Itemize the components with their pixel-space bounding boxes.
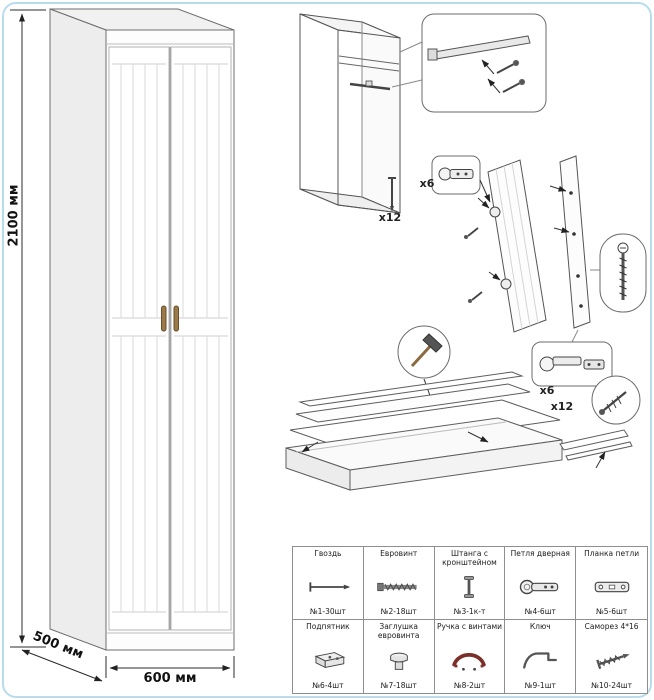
rod-with-bracket-icon [444, 574, 494, 600]
part-title: Саморез 4*16 [584, 622, 639, 631]
part-qty: №10-24шт [591, 681, 632, 690]
part-qty: №1-30шт [309, 607, 346, 616]
rail-callout [391, 13, 547, 113]
part-qty: №5-6шт [595, 607, 628, 616]
part-cell-euroscrew: Евровинт №2-18шт [363, 547, 435, 620]
nail-icon [303, 574, 353, 600]
part-title: Петля дверная [510, 549, 570, 558]
part-cell-hinge: Петля дверная №4-6шт [505, 547, 577, 620]
part-title: Гвоздь [314, 549, 342, 558]
height-dimension-label: 2100 мм [6, 184, 22, 247]
key-icon [515, 647, 565, 673]
hinge-plate-icon [587, 574, 637, 600]
part-title: Евровинт [380, 549, 418, 558]
part-title: Подпятник [306, 622, 350, 631]
part-qty: №7-18шт [380, 681, 417, 690]
width-dimension-label: 600 мм [143, 671, 197, 686]
door-hinge-icon [515, 574, 565, 600]
part-qty: №2-18шт [380, 607, 417, 616]
part-title: Ключ [529, 622, 551, 631]
bottom-hinges-qty-label: x6 [539, 384, 555, 397]
part-title: Штанга с кронштейном [442, 549, 497, 567]
part-cell-rod: Штанга с кронштейном №3-1к-т [434, 547, 506, 620]
handle-icon [444, 647, 494, 673]
hammer-callout [397, 325, 451, 405]
dimension-arrows [10, 9, 235, 682]
part-cell-nail: Гвоздь №1-30шт [293, 547, 364, 620]
door-handle-right [173, 305, 179, 332]
hinge-callout-top [431, 155, 491, 203]
part-title: Заглушка евровинта [377, 622, 420, 640]
part-qty: №4-6шт [524, 607, 556, 616]
bottom-screws-qty-label: x12 [550, 400, 574, 413]
part-cell-key: Ключ №9-1шт [505, 620, 577, 693]
screw-icon [587, 647, 637, 673]
part-cell-handle: Ручка с винтами №8-2шт [435, 620, 506, 693]
screw-callout [591, 375, 641, 425]
door-screw-icons [464, 227, 483, 303]
euroscrew-icon [374, 574, 424, 600]
part-title: Ручка с винтами [436, 622, 503, 631]
top-hinges-qty-label: x6 [419, 177, 435, 190]
wardrobe-illustration [49, 8, 235, 651]
euroscrew-callout [590, 233, 647, 313]
side-panel-diagram [549, 155, 591, 329]
part-cell-screw-cap: Заглушка евровинта №7-18шт [364, 620, 435, 693]
door-panel-diagram [464, 159, 547, 333]
part-qty: №6-4шт [312, 681, 344, 690]
part-cell-hinge-plate: Планка петли №5-6шт [576, 547, 647, 620]
foot-pad-icon [303, 647, 353, 673]
nail-count-marker [388, 177, 396, 212]
screw-cap-icon [374, 648, 424, 674]
hinge-plate-callout [531, 329, 613, 387]
part-cell-foot-pad: Подпятник №6-4шт [293, 620, 364, 693]
parts-table: Гвоздь №1-30шт Евровинт №2-18шт Штанга с… [292, 546, 648, 694]
part-qty: №8-2шт [453, 681, 486, 690]
part-qty: №3-1к-т [453, 607, 486, 616]
rail-screw-icons [481, 59, 526, 94]
wardrobe-doors [108, 46, 232, 631]
part-cell-screw: Саморез 4*16 №10-24шт [576, 620, 647, 693]
door-handle-left [161, 305, 167, 332]
part-title: Планка петли [584, 549, 640, 558]
top-screws-qty-label: x12 [378, 211, 402, 224]
carcass-diagram [299, 13, 401, 214]
flat-panels-diagram [285, 371, 563, 491]
part-qty: №9-1шт [524, 681, 556, 690]
trim-strips-diagram [559, 429, 633, 469]
